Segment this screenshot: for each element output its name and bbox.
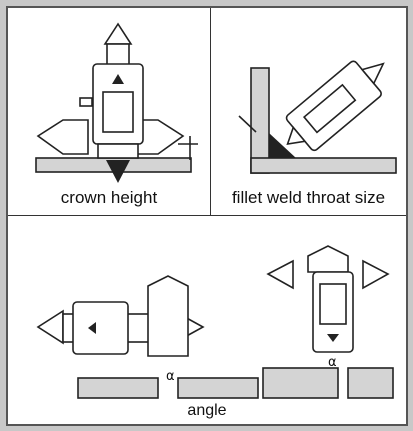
top-pointer bbox=[103, 22, 133, 45]
fillet-gauge-tail bbox=[286, 125, 307, 146]
angle-panel: α α angle bbox=[8, 216, 406, 424]
fillet-gauge-display bbox=[302, 83, 357, 134]
crown-height-caption: crown height bbox=[60, 188, 158, 207]
right-plate-b bbox=[347, 367, 394, 399]
right-gauge-left-wing bbox=[266, 259, 294, 290]
lower-slide bbox=[97, 143, 139, 159]
arrow-icon bbox=[112, 74, 124, 84]
fillet-weld-panel: fillet weld throat size bbox=[211, 8, 406, 216]
left-plate-b bbox=[177, 377, 259, 399]
left-gauge-tip bbox=[36, 309, 64, 345]
crown-height-panel: crown height bbox=[8, 8, 211, 216]
left-angle-symbol: α bbox=[166, 369, 175, 384]
right-plate-a bbox=[262, 367, 339, 399]
left-gauge-wing bbox=[147, 275, 189, 357]
fillet-gauge bbox=[285, 60, 385, 152]
left-gauge-body bbox=[72, 301, 129, 355]
fillet-weld-illustration bbox=[238, 60, 397, 174]
upper-slide bbox=[106, 43, 130, 67]
screw-knob bbox=[79, 97, 93, 107]
crown-height-illustration bbox=[35, 22, 198, 183]
horizontal-plate bbox=[250, 157, 397, 174]
left-plate-a bbox=[77, 377, 159, 399]
right-angle-symbol: α bbox=[328, 355, 337, 370]
right-gauge-display bbox=[319, 283, 347, 325]
gauge-usage-figure: crown height fillet weld throat size bbox=[6, 6, 408, 426]
weld-crown bbox=[106, 160, 130, 183]
fillet-weld-caption: fillet weld throat size bbox=[231, 188, 386, 207]
left-arrow-icon bbox=[88, 322, 96, 334]
fillet-gauge-tip bbox=[360, 62, 385, 85]
right-arrow-icon bbox=[327, 334, 339, 342]
right-gauge-top bbox=[307, 245, 349, 273]
throat-dim-line bbox=[238, 115, 257, 133]
angle-illustration: α α bbox=[36, 245, 394, 399]
right-gauge-right-wing bbox=[362, 259, 390, 290]
left-wing bbox=[36, 119, 89, 155]
gauge-display bbox=[102, 91, 134, 133]
fillet-weld bbox=[269, 133, 296, 158]
angle-caption: angle bbox=[187, 402, 227, 419]
